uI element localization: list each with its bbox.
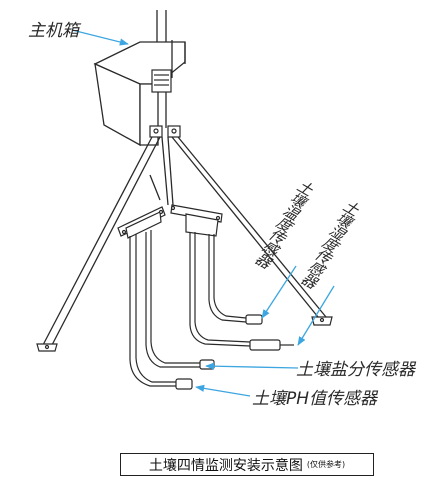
caption-note: (仅供参考) bbox=[306, 460, 346, 469]
caption-title: 土壤四情监测安装示意图 bbox=[148, 457, 303, 474]
sensor-rods bbox=[129, 230, 251, 387]
arrow-soil-temp bbox=[261, 265, 297, 319]
sensor-probes bbox=[175, 314, 294, 390]
tripod-legs bbox=[42, 136, 327, 346]
label-host-box: 主机箱 bbox=[28, 21, 79, 41]
label-soil-ph: 土壤PH值传感器 bbox=[252, 389, 378, 409]
arrow-soil-ph bbox=[195, 384, 251, 397]
moisture-probe bbox=[199, 359, 215, 370]
label-soil-salt: 土壤盐分传感器 bbox=[296, 360, 415, 380]
tripod-head bbox=[149, 125, 181, 138]
sensor-brackets bbox=[117, 204, 223, 239]
arrow-soil-moisture bbox=[297, 285, 335, 346]
arrow-host-box bbox=[71, 29, 129, 46]
salt-probe bbox=[249, 339, 281, 351]
arrow-soil-salt bbox=[205, 362, 299, 370]
pole-clamp bbox=[151, 69, 172, 93]
callout-arrows bbox=[71, 29, 335, 397]
tripod-feet bbox=[36, 316, 333, 352]
caption-box: 土壤四情监测安装示意图 (仅供参考) bbox=[120, 453, 374, 476]
temp-probe bbox=[245, 314, 263, 325]
ph-probe bbox=[175, 378, 193, 390]
